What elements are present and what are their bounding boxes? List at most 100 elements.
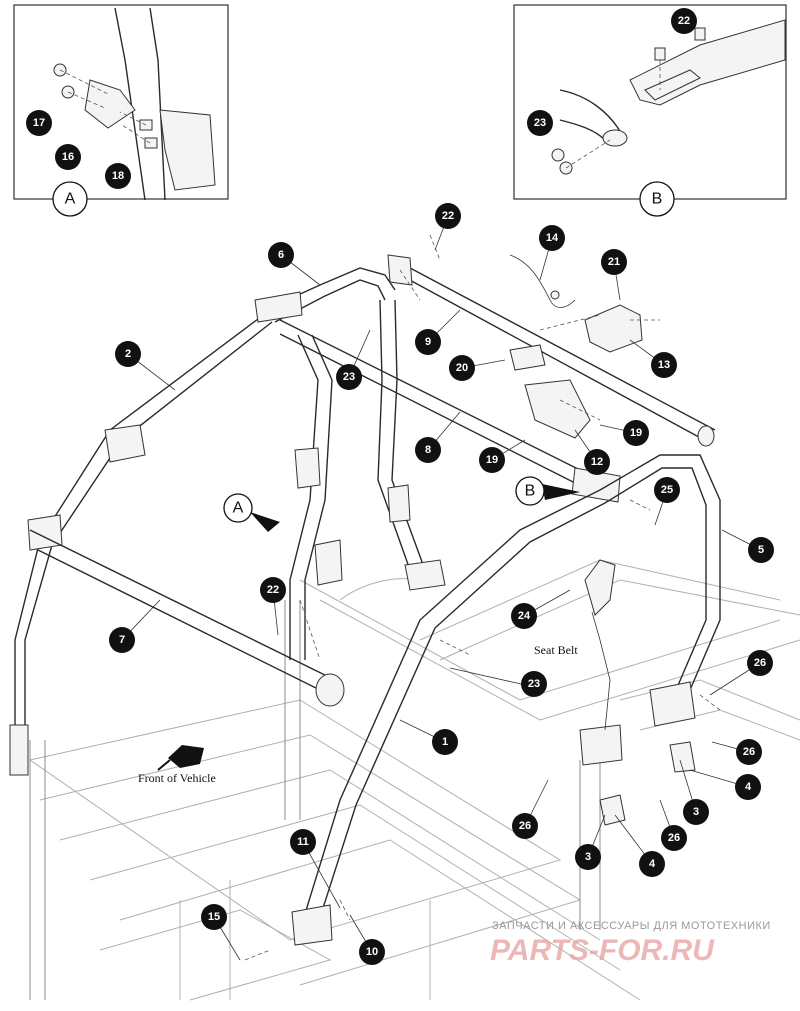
callout-24: 24 <box>511 603 537 629</box>
svg-text:4: 4 <box>745 781 752 793</box>
front-hoop-tube-5 <box>579 454 721 766</box>
leader-lines <box>121 215 762 961</box>
svg-text:5: 5 <box>758 544 764 556</box>
svg-text:A: A <box>233 500 244 517</box>
fastener-dashes <box>244 234 721 961</box>
svg-text:6: 6 <box>278 249 284 261</box>
svg-text:10: 10 <box>366 946 378 958</box>
callout-3-left: 3 <box>575 844 601 870</box>
dome-light-13 <box>539 304 660 353</box>
pillar-tube-center <box>377 299 446 591</box>
svg-text:17: 17 <box>33 117 45 129</box>
callout-9: 9 <box>415 329 441 355</box>
svg-text:A: A <box>65 191 76 208</box>
svg-text:16: 16 <box>62 151 74 163</box>
inset-a-callout-16: 16 <box>55 144 81 170</box>
callout-22-top: 22 <box>435 203 461 229</box>
svg-text:14: 14 <box>546 232 559 244</box>
inset-a-callout-17: 17 <box>26 110 52 136</box>
callout-20: 20 <box>449 355 475 381</box>
callout-10: 10 <box>359 939 385 965</box>
callout-25: 25 <box>654 477 680 503</box>
front-upper-tube-6 <box>254 267 396 323</box>
callout-3-right: 3 <box>683 799 709 825</box>
svg-text:23: 23 <box>528 678 540 690</box>
svg-text:19: 19 <box>486 454 498 466</box>
svg-text:25: 25 <box>661 484 673 496</box>
svg-text:3: 3 <box>585 851 591 863</box>
svg-text:23: 23 <box>534 117 546 129</box>
svg-text:23: 23 <box>343 371 355 383</box>
bracket-12 <box>509 344 591 439</box>
callout-21: 21 <box>601 249 627 275</box>
inset-a-view-label: A <box>52 181 88 217</box>
view-marker-a: A <box>223 493 280 532</box>
rear-left-hoop-tube-2 <box>9 309 273 776</box>
callout-13: 13 <box>651 352 677 378</box>
svg-text:22: 22 <box>678 15 690 27</box>
svg-text:18: 18 <box>112 170 124 182</box>
seat-belt-label: Seat Belt <box>534 643 578 657</box>
front-of-vehicle-arrow-icon <box>157 745 204 771</box>
callout-4-right: 4 <box>735 774 761 800</box>
callout-26-right: 26 <box>736 739 762 765</box>
svg-text:15: 15 <box>208 911 220 923</box>
inset-b-box <box>513 4 787 200</box>
front-hoop-tube-1 <box>291 489 606 946</box>
svg-text:20: 20 <box>456 362 468 374</box>
inset-b-callout-23: 23 <box>527 110 553 136</box>
wire-harness-14 <box>509 254 576 308</box>
callout-7: 7 <box>109 627 135 653</box>
svg-text:26: 26 <box>668 832 680 844</box>
svg-text:9: 9 <box>425 336 431 348</box>
callout-14: 14 <box>539 225 565 251</box>
callout-15: 15 <box>201 904 227 930</box>
inset-b-callout-22: 22 <box>671 8 697 34</box>
svg-text:24: 24 <box>518 610 531 622</box>
callout-22-left: 22 <box>260 577 286 603</box>
callout-26-top: 26 <box>747 650 773 676</box>
cross-tube-8 <box>279 319 621 503</box>
svg-text:21: 21 <box>608 256 620 268</box>
front-of-vehicle-label: Front of Vehicle <box>138 771 216 785</box>
chassis-frame <box>28 559 800 1001</box>
callout-12: 12 <box>584 449 610 475</box>
svg-text:26: 26 <box>754 657 766 669</box>
callout-23-upper: 23 <box>336 364 362 390</box>
svg-text:2: 2 <box>125 348 131 360</box>
svg-text:8: 8 <box>425 444 431 456</box>
callout-1: 1 <box>432 729 458 755</box>
inset-b-view-label: B <box>639 181 675 217</box>
svg-text:B: B <box>652 191 663 208</box>
svg-text:4: 4 <box>649 858 656 870</box>
pillar-tube-left <box>289 334 343 660</box>
svg-text:26: 26 <box>743 746 755 758</box>
inset-a-callout-18: 18 <box>105 163 131 189</box>
seat-belt-retractor-24 <box>584 559 616 731</box>
callout-19-left: 19 <box>479 447 505 473</box>
svg-text:7: 7 <box>119 634 125 646</box>
svg-text:12: 12 <box>591 456 603 468</box>
svg-text:13: 13 <box>658 359 670 371</box>
svg-text:B: B <box>525 483 536 500</box>
callout-4-left: 4 <box>639 851 665 877</box>
callout-19-right: 19 <box>623 420 649 446</box>
svg-text:22: 22 <box>267 584 279 596</box>
svg-text:3: 3 <box>693 806 699 818</box>
svg-text:1: 1 <box>442 736 448 748</box>
callout-23-lower: 23 <box>521 671 547 697</box>
view-marker-b: B <box>515 476 580 506</box>
watermark-logo: PARTS-FOR.RU <box>490 934 715 967</box>
svg-text:22: 22 <box>442 210 454 222</box>
callout-2: 2 <box>115 341 141 367</box>
svg-text:26: 26 <box>519 820 531 832</box>
callout-5: 5 <box>748 537 774 563</box>
svg-text:11: 11 <box>297 836 309 848</box>
callout-26-left: 26 <box>512 813 538 839</box>
callout-11: 11 <box>290 829 316 855</box>
svg-text:19: 19 <box>630 427 642 439</box>
mount-brackets-3-4 <box>599 741 696 826</box>
watermark-tagline: ЗАПЧАСТИ И АКСЕССУАРЫ ДЛЯ МОТОТЕХНИКИ <box>492 920 771 932</box>
callout-26-center: 26 <box>661 825 687 851</box>
